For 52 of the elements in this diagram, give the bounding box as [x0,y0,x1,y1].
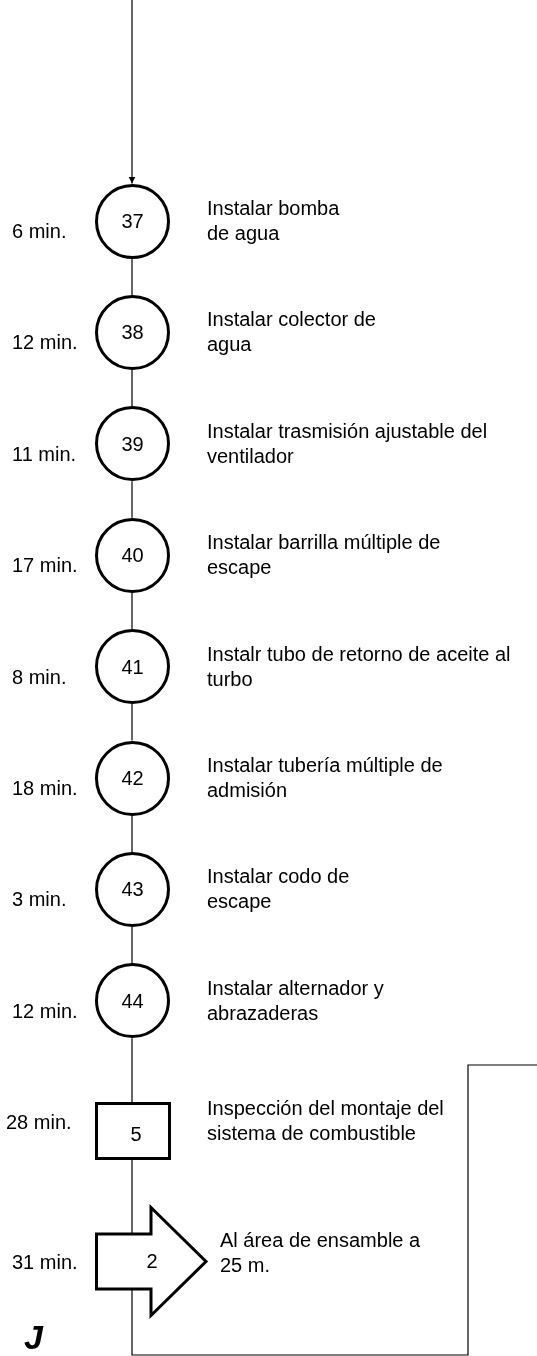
duration-label: 6 min. [12,219,67,243]
step-description: Instalar trasmisión ajustable del ventilador [207,418,489,469]
step-number: 5 [130,1122,142,1146]
operation-circle [95,740,170,816]
duration-label: 11 min. [12,442,77,466]
step-description: Instalr tubo de retorno de aceite al turbo [207,641,512,692]
step-number: 40 [121,543,144,567]
step-description: Instalar codo de escape [207,864,351,915]
duration-label: 17 min. [12,553,78,577]
step-description: Instalar alternador y abrazaderas [207,975,385,1026]
connector-line [131,814,133,853]
connector-line [131,369,133,407]
step-description: Al área de ensamble a 25 m. [220,1227,422,1278]
operation-circle [95,294,170,370]
operation-circle [95,517,170,593]
connector-line [131,926,133,964]
step-description: Instalar barrilla múltiple de escape [207,530,442,581]
operation-circle [95,851,170,927]
connector-line [128,0,136,185]
connector-line [131,480,133,519]
operation-circle [95,629,170,705]
step-number: 42 [121,766,144,790]
duration-label: 3 min. [12,887,67,911]
step-number: 43 [121,877,144,901]
connector-line [131,1064,537,1356]
inspection-box [95,1102,171,1160]
duration-label: 8 min. [12,665,67,689]
connector-line [131,257,133,296]
operation-circle [95,183,170,259]
connector-line [131,592,133,630]
duration-label: 28 min. [6,1110,72,1134]
connector-line [131,1159,133,1235]
connector-line [131,1037,133,1103]
step-number: 41 [121,655,144,679]
step-number: 44 [121,989,144,1013]
page-letter: J [24,1318,43,1356]
operation-circle [95,406,170,482]
duration-label: 12 min. [12,999,78,1023]
step-description: Instalar bomba de agua [207,196,341,246]
step-number: 2 [146,1249,158,1273]
step-number: 39 [121,432,144,456]
step-description: Instalar colector de agua [207,307,377,358]
duration-label: 18 min. [12,776,78,800]
step-number: 38 [121,320,144,344]
duration-label: 31 min. [12,1250,78,1273]
step-number: 37 [121,209,144,233]
operation-circle [95,963,170,1039]
connector-line [131,703,133,742]
transport-arrow [95,1206,208,1317]
step-description: Instalar tubería múltiple de admisión [207,753,444,803]
duration-label: 12 min. [12,330,78,354]
step-description: Inspección del montaje del sistema de combustible [207,1096,445,1146]
